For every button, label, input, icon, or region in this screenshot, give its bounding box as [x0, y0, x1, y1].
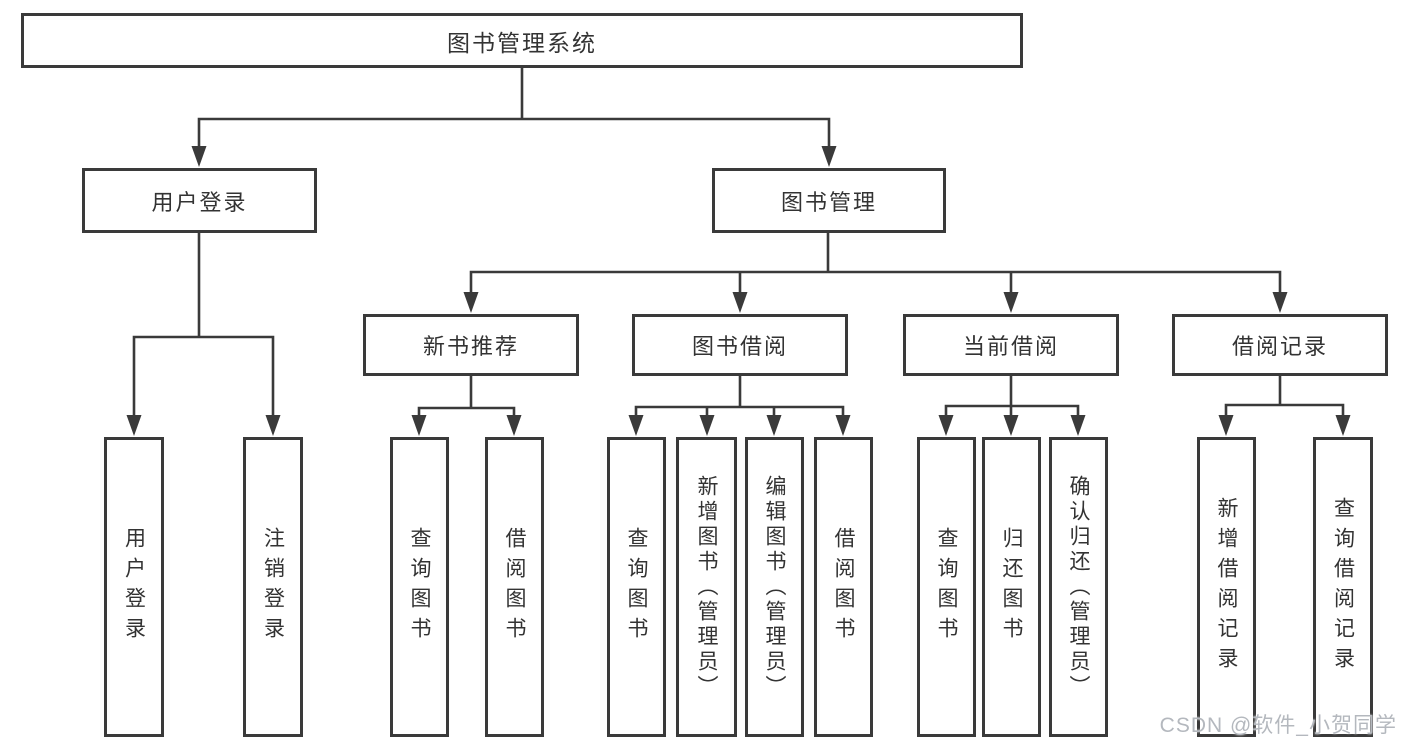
leaf-add-books-admin: 新增图书（管理员） [676, 437, 737, 737]
node-book-borrow-label: 图书借阅 [691, 334, 788, 359]
node-root: 图书管理系统 [21, 13, 1023, 68]
leaf-edit-books-admin: 编辑图书（管理员） [745, 437, 804, 737]
node-root-label: 图书管理系统 [447, 29, 597, 56]
leaf-confirm-return-admin: 确认归还（管理员） [1049, 437, 1108, 737]
leaf-confirm-return-admin-label: 确认归还（管理员） [1067, 474, 1090, 700]
leaf-search-borrow-record-label: 查询借阅记录 [1331, 497, 1355, 677]
leaf-borrow-books-recommend: 借阅图书 [485, 437, 544, 737]
node-user-login-label: 用户登录 [151, 189, 248, 215]
leaf-search-books-recommend-label: 查询图书 [408, 527, 431, 647]
leaf-edit-books-admin-label: 编辑图书（管理员） [763, 474, 786, 700]
leaf-search-borrow-record: 查询借阅记录 [1313, 437, 1373, 737]
leaf-return-books: 归还图书 [982, 437, 1041, 737]
leaf-borrow-books: 借阅图书 [814, 437, 873, 737]
node-book-borrow: 图书借阅 [632, 314, 848, 376]
node-book-management: 图书管理 [712, 168, 946, 233]
node-new-book-recommend: 新书推荐 [363, 314, 579, 376]
leaf-add-books-admin-label: 新增图书（管理员） [695, 474, 718, 700]
leaf-return-books-label: 归还图书 [1000, 527, 1023, 647]
watermark: CSDN @软件_小贺同学 [1159, 714, 1397, 737]
leaf-search-books-current: 查询图书 [917, 437, 976, 737]
leaf-search-books-recommend: 查询图书 [390, 437, 449, 737]
leaf-user-login-label: 用户登录 [122, 527, 146, 647]
node-borrow-records-label: 借阅记录 [1231, 334, 1328, 359]
leaf-search-books-borrow: 查询图书 [607, 437, 666, 737]
leaf-search-books-current-label: 查询图书 [935, 527, 958, 647]
node-user-login: 用户登录 [82, 168, 317, 233]
leaf-borrow-books-label: 借阅图书 [832, 527, 855, 647]
leaf-add-borrow-record-label: 新增借阅记录 [1215, 497, 1238, 677]
node-current-borrow-label: 当前借阅 [962, 334, 1059, 359]
leaf-logout: 注销登录 [243, 437, 303, 737]
leaf-search-books-borrow-label: 查询图书 [625, 527, 648, 647]
node-book-management-label: 图书管理 [780, 189, 877, 215]
leaf-borrow-books-recommend-label: 借阅图书 [503, 527, 526, 647]
node-borrow-records: 借阅记录 [1172, 314, 1388, 376]
node-new-book-recommend-label: 新书推荐 [422, 334, 519, 359]
leaf-user-login: 用户登录 [104, 437, 164, 737]
leaf-logout-label: 注销登录 [261, 527, 285, 647]
leaf-add-borrow-record: 新增借阅记录 [1197, 437, 1256, 737]
node-current-borrow: 当前借阅 [903, 314, 1119, 376]
